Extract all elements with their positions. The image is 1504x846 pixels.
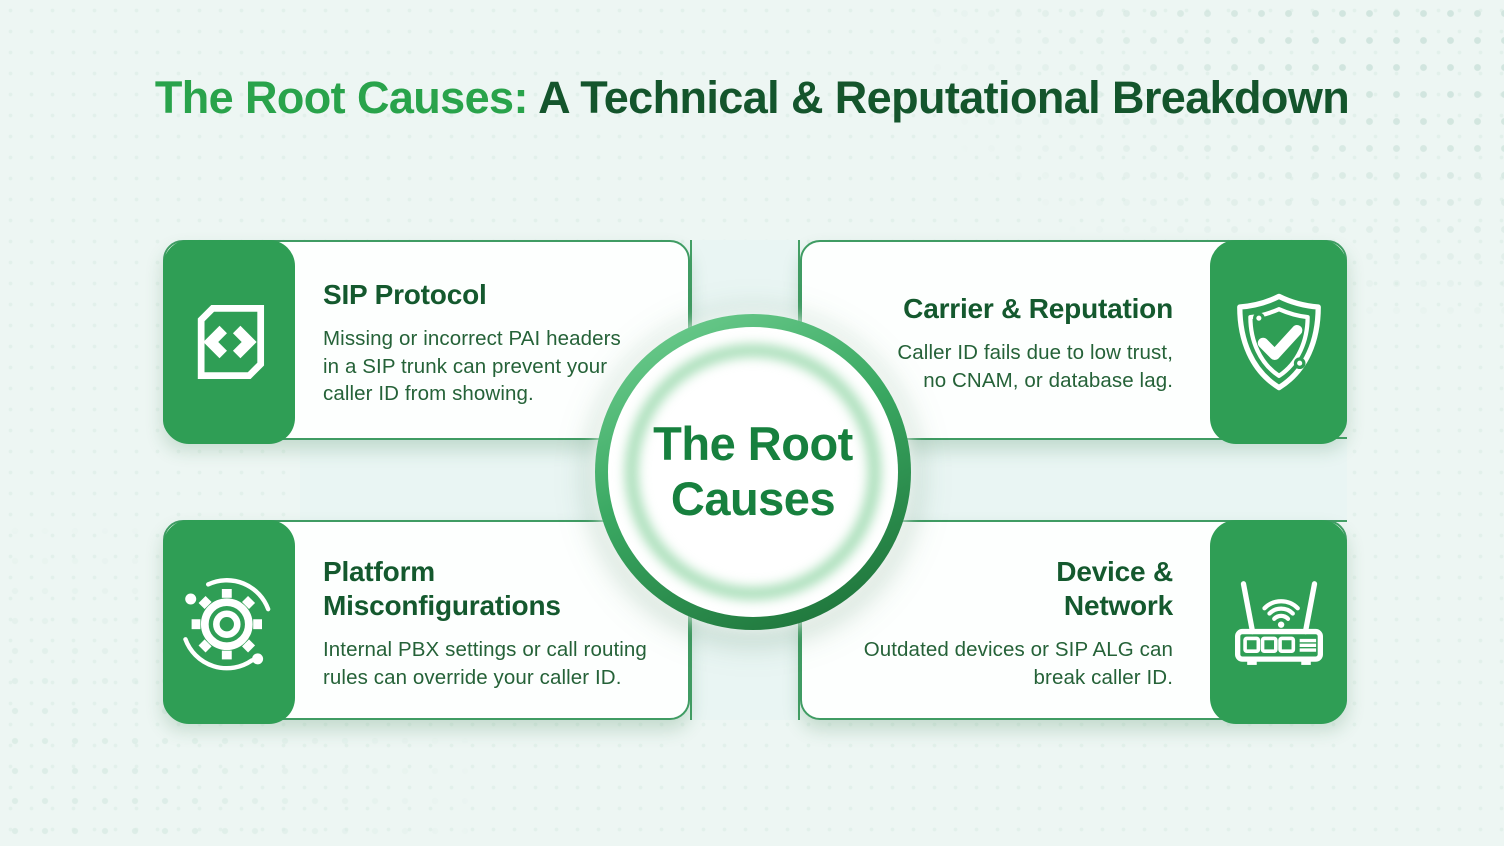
center-circle-soft-ring bbox=[626, 345, 880, 599]
card-platform-misconfigurations: Platform Misconfigurations Internal PBX … bbox=[163, 520, 690, 724]
icon-panel bbox=[1210, 240, 1347, 444]
card-content: SIP Protocol Missing or incorrect PAI he… bbox=[323, 242, 664, 438]
icon-panel bbox=[163, 520, 295, 724]
card-content: Device & Network Outdated devices or SIP… bbox=[832, 522, 1173, 718]
router-icon bbox=[1226, 569, 1332, 675]
code-brackets-icon bbox=[181, 294, 277, 390]
card-sip-protocol: SIP Protocol Missing or incorrect PAI he… bbox=[163, 240, 690, 444]
icon-panel bbox=[163, 240, 295, 444]
card-heading: Carrier & Reputation bbox=[903, 292, 1173, 324]
card-content: Carrier & Reputation Caller ID fails due… bbox=[832, 242, 1173, 438]
card-body: Caller ID fails due to low trust, no CNA… bbox=[897, 341, 1173, 392]
card-heading: Device & Network bbox=[1056, 555, 1173, 622]
page-title: The Root Causes: A Technical & Reputatio… bbox=[0, 72, 1504, 124]
card-carrier-reputation: Carrier & Reputation Caller ID fails due… bbox=[800, 240, 1347, 444]
card-body: Internal PBX settings or call routing ru… bbox=[323, 638, 647, 689]
card-body: Outdated devices or SIP ALG can break ca… bbox=[863, 638, 1173, 689]
page-title-rest: A Technical & Reputational Breakdown bbox=[527, 72, 1350, 123]
icon-panel bbox=[1210, 520, 1347, 724]
card-device-network: Device & Network Outdated devices or SIP… bbox=[800, 520, 1347, 724]
page-title-highlight: The Root Causes: bbox=[154, 72, 529, 123]
card-heading: Platform Misconfigurations bbox=[323, 555, 561, 622]
center-circle: The Root Causes bbox=[595, 314, 911, 630]
center-circle-label: The Root Causes bbox=[653, 417, 853, 525]
card-content: Platform Misconfigurations Internal PBX … bbox=[323, 522, 664, 718]
gear-process-icon bbox=[174, 567, 284, 677]
card-body: Missing or incorrect PAI headers in a SI… bbox=[323, 327, 621, 406]
shield-check-icon bbox=[1226, 289, 1332, 395]
card-heading: SIP Protocol bbox=[323, 279, 487, 311]
